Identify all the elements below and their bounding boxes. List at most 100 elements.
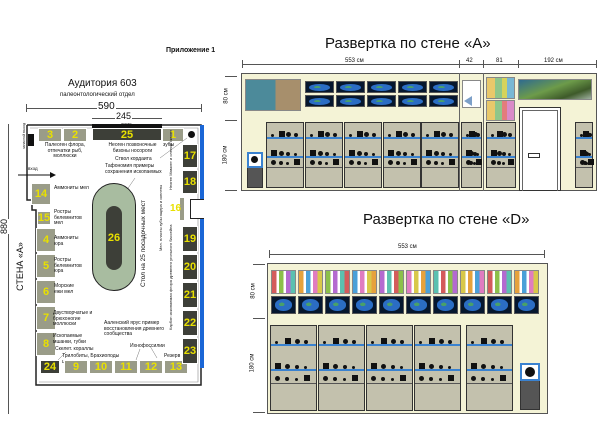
case-7[interactable]: 7 bbox=[36, 306, 56, 330]
paleogeographic-map bbox=[367, 81, 396, 93]
dimension-line-height bbox=[8, 124, 9, 414]
case-23[interactable]: 23 bbox=[182, 338, 198, 364]
range-chart-poster bbox=[433, 270, 458, 294]
case-24[interactable]: 24 bbox=[40, 360, 60, 374]
wall-a-height-80: 80 см bbox=[223, 88, 230, 104]
paleogeographic-map bbox=[367, 95, 396, 107]
fossil-specimen-icon bbox=[286, 152, 290, 156]
glass-shelf bbox=[367, 369, 412, 371]
height-tick bbox=[253, 412, 265, 413]
fossil-specimen-icon bbox=[472, 152, 477, 156]
fossil-specimen-icon bbox=[349, 150, 355, 156]
wall-d-height-180: 180 см bbox=[249, 353, 256, 373]
case-2[interactable]: 2 bbox=[63, 128, 87, 142]
case-26[interactable]: 26 bbox=[106, 206, 122, 270]
fossil-specimen-icon bbox=[325, 152, 329, 156]
display-case bbox=[305, 122, 343, 188]
case-4[interactable]: 4 bbox=[36, 228, 56, 252]
fossil-specimen-icon bbox=[317, 161, 322, 166]
arrow-left-icon bbox=[464, 96, 472, 106]
case-19[interactable]: 19 bbox=[182, 226, 198, 252]
case-25[interactable]: 25 bbox=[92, 128, 162, 141]
screen-label: экран bbox=[121, 122, 131, 126]
fossil-specimen-icon bbox=[433, 151, 439, 156]
glass-shelf bbox=[422, 156, 458, 158]
fossil-specimen-icon bbox=[500, 340, 505, 344]
fossil-specimen-icon bbox=[284, 364, 290, 369]
fossil-specimen-icon bbox=[403, 132, 408, 137]
display-case bbox=[421, 122, 459, 188]
paleogeographic-map bbox=[514, 296, 539, 314]
range-chart-poster bbox=[460, 270, 485, 294]
case-5[interactable]: 5 bbox=[36, 254, 56, 278]
door-handle-icon bbox=[528, 153, 540, 158]
fossil-specimen-icon bbox=[438, 365, 443, 369]
fossil-specimen-icon bbox=[502, 132, 507, 137]
case-12[interactable]: 12 bbox=[139, 360, 163, 374]
paleogeographic-map bbox=[298, 296, 323, 314]
fossil-specimen-icon bbox=[332, 153, 336, 156]
fossil-specimen-icon bbox=[310, 150, 316, 156]
paleogeographic-map bbox=[487, 296, 512, 314]
fossil-specimen-icon bbox=[275, 341, 278, 344]
glass-shelf bbox=[306, 156, 342, 158]
label-ammonites-jura: Аммониты юра bbox=[54, 235, 79, 247]
case-14[interactable]: 14 bbox=[31, 183, 51, 205]
glass-shelf bbox=[267, 156, 303, 158]
case-11[interactable]: 11 bbox=[114, 360, 138, 374]
case-20[interactable]: 20 bbox=[182, 254, 198, 280]
wall-a-dim-553: 553 см bbox=[345, 58, 364, 64]
wall-blue-strip-bottom bbox=[200, 218, 204, 368]
fossil-specimen-icon bbox=[480, 338, 487, 344]
glass-shelf bbox=[306, 137, 342, 139]
height-tick bbox=[253, 264, 265, 265]
fossil-specimen-icon bbox=[441, 162, 444, 166]
paleogeographic-map bbox=[429, 81, 458, 93]
display-case bbox=[486, 122, 516, 188]
case-17[interactable]: 17 bbox=[182, 144, 198, 168]
fossil-specimen-icon bbox=[293, 159, 300, 166]
fossil-specimen-icon bbox=[332, 364, 338, 369]
label-skeletal-corals: Скелет. кораллы bbox=[55, 346, 94, 352]
case-3[interactable]: 3 bbox=[38, 128, 62, 142]
fossil-specimen-icon bbox=[426, 134, 429, 137]
paleogeographic-map bbox=[352, 296, 377, 314]
fossil-specimen-icon bbox=[469, 131, 476, 137]
case-1[interactable]: 1 bbox=[162, 128, 184, 142]
case-6[interactable]: 6 bbox=[36, 280, 56, 304]
glass-shelf bbox=[345, 156, 381, 158]
label-aalenian: Ааленский ярус пример восстановления дре… bbox=[104, 320, 164, 337]
case-8[interactable]: 8 bbox=[36, 332, 56, 356]
label-reserve: Резерв bbox=[164, 353, 181, 359]
case-16[interactable]: 16 bbox=[170, 203, 182, 214]
case-16-bar bbox=[180, 198, 184, 220]
case-22[interactable]: 22 bbox=[182, 310, 198, 336]
fossil-specimen-icon bbox=[278, 131, 285, 137]
case-18[interactable]: 18 bbox=[182, 170, 198, 194]
fossil-specimen-icon bbox=[294, 378, 298, 382]
fossil-specimen-icon bbox=[438, 339, 444, 344]
case-10[interactable]: 10 bbox=[89, 360, 113, 374]
fossil-specimen-icon bbox=[395, 151, 401, 156]
case-base-line bbox=[306, 166, 342, 168]
fossil-specimen-icon bbox=[371, 376, 376, 382]
fossil-specimen-icon bbox=[587, 133, 592, 137]
display-case bbox=[270, 325, 317, 411]
fossil-specimen-icon bbox=[469, 151, 475, 156]
label-taphonomy: Тафономия примеры сохранения ископаемых bbox=[105, 163, 162, 175]
dimension-screen-label: 245 bbox=[115, 111, 133, 121]
wall-a-height-180: 180 см bbox=[222, 145, 229, 165]
display-case bbox=[414, 325, 461, 411]
fossil-specimen-icon bbox=[475, 153, 479, 156]
case-9[interactable]: 9 bbox=[64, 360, 88, 374]
fossil-specimen-icon bbox=[323, 376, 328, 382]
fossil-specimen-icon bbox=[441, 132, 446, 137]
wall-a-door-inner bbox=[522, 110, 558, 191]
label-mammoth-skull: Мел. пласты зубы ящера и скелеты bbox=[158, 184, 163, 251]
wall-a-landscape-picture bbox=[518, 79, 592, 100]
case-21[interactable]: 21 bbox=[182, 282, 198, 308]
case-15[interactable]: 15 bbox=[37, 211, 51, 225]
fossil-specimen-icon bbox=[271, 134, 274, 137]
label-neogene: Неоген позвоночные бизоны носороги bbox=[108, 142, 157, 154]
range-chart-poster bbox=[352, 270, 377, 294]
